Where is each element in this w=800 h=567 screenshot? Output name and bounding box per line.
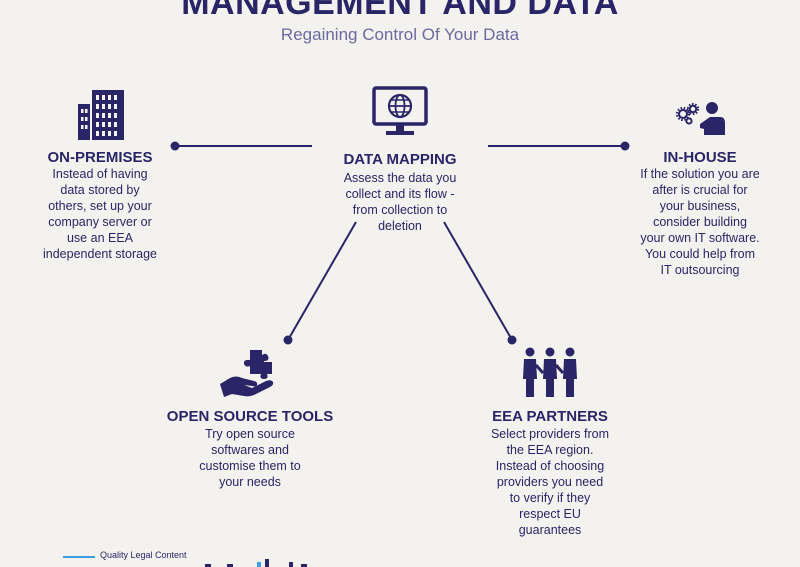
- building-icon: [78, 90, 124, 140]
- connector-dot-on-premises: [170, 141, 180, 151]
- person-gears-icon: [675, 102, 725, 135]
- connector-dot-eea-partners: [507, 335, 517, 345]
- on-premises-description: Instead of having data stored by others,…: [43, 167, 157, 261]
- footer-logo: [205, 559, 307, 567]
- connector-dot-open-source: [283, 335, 293, 345]
- eea-partners-title: EEA PARTNERS: [492, 408, 608, 425]
- data-mapping-title: DATA MAPPING: [343, 151, 457, 168]
- connector-eea-partners: [443, 221, 513, 341]
- open-source-description: Try open source softwares and customise …: [199, 427, 301, 489]
- footer-tagline: Quality Legal Content: [100, 550, 187, 560]
- in-house-title: IN-HOUSE: [663, 149, 737, 166]
- data-mapping-description: Assess the data you collect and its flow…: [343, 171, 457, 233]
- on-premises-title: ON-PREMISES: [47, 149, 153, 166]
- in-house-description: If the solution you are after is crucial…: [640, 167, 760, 277]
- open-source-title: OPEN SOURCE TOOLS: [166, 408, 334, 425]
- connector-open-source: [287, 221, 357, 341]
- people-group-icon: [523, 347, 577, 397]
- connector-dot-in-house: [620, 141, 630, 151]
- page-title: MANAGEMENT AND DATA: [181, 0, 619, 22]
- footer-accent-line: [63, 556, 95, 558]
- hand-puzzle-icon: [220, 350, 274, 397]
- page-subtitle: Regaining Control Of Your Data: [280, 25, 520, 44]
- monitor-globe-icon: [372, 86, 428, 135]
- eea-partners-description: Select providers from the EEA region. In…: [490, 427, 610, 537]
